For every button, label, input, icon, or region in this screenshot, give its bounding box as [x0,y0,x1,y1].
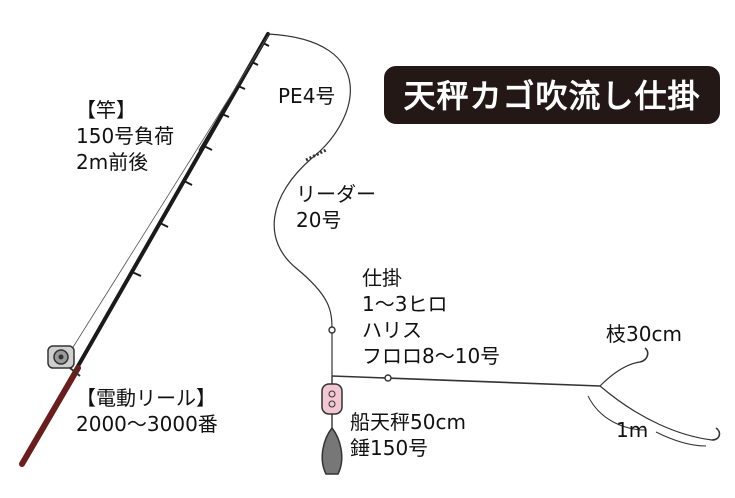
sinker-label: 錘150号 [350,436,429,460]
swivel [328,326,336,334]
rod-guide [131,271,142,277]
diagram-title: 天秤カゴ吹流し仕掛 [403,77,701,115]
rod-spec-length: 2m前後 [76,150,149,174]
tenbin-label: 船天秤50cm [350,410,466,434]
rod-guide [203,145,213,151]
leader-size: 20号 [296,208,342,232]
rod-spec-load: 150号負荷 [76,124,175,148]
rod-guide [221,113,230,118]
hook-lower-icon [711,427,721,441]
harisu-label: ハリス [362,318,422,342]
harisu-spec: フロロ8～10号 [362,344,501,368]
rod-butt [19,365,81,467]
harisu-main [599,385,713,441]
arm-swivel [384,374,392,382]
rod-guide [159,222,169,228]
rod-heading: 【竿】 [76,98,136,122]
main-line [267,33,351,331]
rig-length: 1～3ヒロ [362,292,448,316]
harisu-length-label: 1m [616,418,649,442]
electric-reel-icon [47,345,81,377]
title-badge: 天秤カゴ吹流し仕掛 [384,66,720,124]
rod-guide [262,42,270,47]
rod-guide [183,180,193,186]
feeder-basket-icon [321,376,343,415]
reel-size: 2000～3000番 [76,412,218,436]
branch-line [599,361,641,387]
hook-upper-icon [639,347,649,363]
branch-label: 枝30cm [606,322,682,346]
mainline-label: PE4号 [278,84,336,108]
rig-label: 仕掛 [362,266,402,290]
sinker-icon [321,414,343,475]
reel-heading: 【電動リール】 [76,386,216,410]
guide-line [69,35,269,353]
rod-tip [198,32,270,152]
leader-label: リーダー [296,182,376,206]
rod [19,32,270,467]
rod-guide [237,85,246,90]
rod-guide [251,61,259,66]
measure-arc [587,395,647,431]
measure-arc [655,431,707,447]
tenbin-arm [331,375,601,387]
rod-guides [131,42,270,277]
